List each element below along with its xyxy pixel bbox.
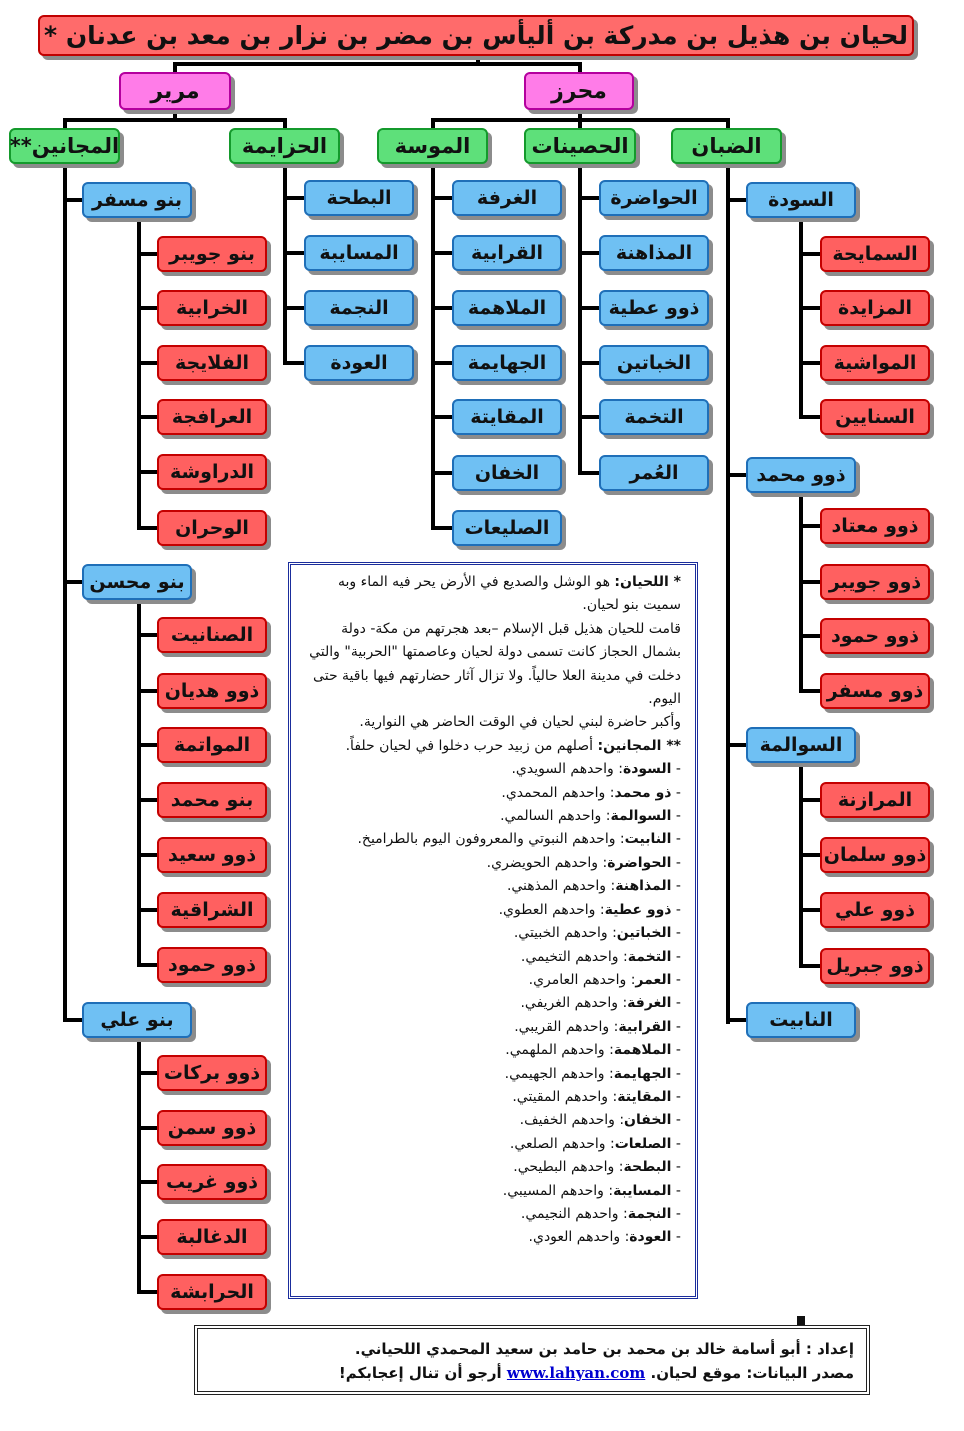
note-entry: - الصلعات: واحدهم الصلعي. xyxy=(509,1135,681,1152)
leaf-item: ذوو سلمان xyxy=(820,837,930,873)
note-entry: - الجهايمة: واحدهم الجهيمي. xyxy=(504,1065,681,1082)
leaf-item: النجمة xyxy=(304,290,414,326)
leaf-item: المذاهنة xyxy=(599,235,709,271)
leaf-item: المرازنة xyxy=(820,782,930,818)
note-entry: - الخفان: واحدهم الخفيف. xyxy=(519,1112,681,1129)
group-mawsa: الموسة xyxy=(377,128,488,164)
note-paragraph: ** المجانين: أصلهم من زبيد حرب دخلوا في … xyxy=(345,737,681,754)
leaf-item: ذوو جويبر xyxy=(820,564,930,600)
note-entry: - التخمة: واحدهم التخيمي. xyxy=(520,948,681,965)
leaf-item: الشراقية xyxy=(157,892,267,928)
leaf-item: الملاهمة xyxy=(452,290,562,326)
note-paragraph: قامت للحيان هذيل قبل الإسلام –بعد هجرتهم… xyxy=(309,620,681,708)
leaf-item: الصليعات xyxy=(452,510,562,546)
credits-author: إعداد : أبو أسامة خالد بن محمد بن حامد ب… xyxy=(354,1340,854,1358)
subgroup-sawalma: السوالمة xyxy=(746,727,856,763)
note-entry: - السوالمة: واحدهم السالمي. xyxy=(500,808,681,825)
root-title: لحيان بن هذيل بن مدركة بن أليأس بن مضر ب… xyxy=(38,15,914,56)
leaf-item: الخرابية xyxy=(157,290,267,326)
group-majanin: المجانين** xyxy=(9,128,120,164)
note-entry: - الخباتين: واحدهم الخبيتي. xyxy=(513,925,681,942)
leaf-item: ذوو سعيد xyxy=(157,837,267,873)
leaf-item: بنو جويبر xyxy=(157,236,267,272)
note-paragraph: * اللحيان: هو الوشل والصديع في الأرض يحر… xyxy=(338,574,681,614)
leaf-item: المواشية xyxy=(820,345,930,381)
group-dibaan: الضبان xyxy=(671,128,782,164)
leaf-item: الخباتين xyxy=(599,345,709,381)
leaf-item: الدغالبة xyxy=(157,1219,267,1255)
subgroup-banumuhsin: بنو محسن xyxy=(82,564,192,600)
leaf-item: العودة xyxy=(304,345,414,381)
leaf-item: المواتمة xyxy=(157,727,267,763)
leaf-item: الفلايجة xyxy=(157,345,267,381)
note-entry: - الحواضرة: واحدهم الحويضري. xyxy=(486,854,681,871)
note-entry: - القرابية: واحدهم القريبي. xyxy=(514,1018,681,1035)
note-entry: - المذاهنة: واحدهم المذهني. xyxy=(506,878,681,895)
note-paragraph: وأكبر حاضرة لبني لحيان في الوقت الحاضر ه… xyxy=(359,714,681,731)
leaf-item: الحرابشة xyxy=(157,1274,267,1310)
branch-muhriz: محرز xyxy=(524,72,634,110)
leaf-item: الغرفة xyxy=(452,180,562,216)
leaf-item: التخمة xyxy=(599,399,709,435)
note-entry: - العمر: واحدهم العامري. xyxy=(528,971,681,988)
leaf-item: ذوو علي xyxy=(820,892,930,928)
leaf-item: ذوو عطية xyxy=(599,290,709,326)
leaf-item: الوحران xyxy=(157,510,267,546)
subgroup-banumisfir: بنو مسفر xyxy=(82,182,192,218)
subgroup-banuali: بنو علي xyxy=(82,1002,192,1038)
leaf-item: السنايين xyxy=(820,399,930,435)
leaf-item: المسايبة xyxy=(304,235,414,271)
group-husaynat: الحصينات xyxy=(524,128,636,164)
leaf-item: ذوو غريب xyxy=(157,1164,267,1200)
leaf-item: بنو محمد xyxy=(157,782,267,818)
leaf-item: المزايدة xyxy=(820,290,930,326)
leaf-item: العرافجة xyxy=(157,399,267,435)
notes-panel: * اللحيان: هو الوشل والصديع في الأرض يحر… xyxy=(288,562,698,1299)
note-entry: - ذوو عطية: واحدهم العطوي. xyxy=(498,901,681,918)
leaf-item: ذوو حمود xyxy=(820,618,930,654)
leaf-item: الخفان xyxy=(452,455,562,491)
leaf-item: العُمر xyxy=(599,455,709,491)
leaf-item: الجهايمة xyxy=(452,345,562,381)
website-link[interactable]: www.lahyan.com xyxy=(506,1364,646,1382)
subgroup-sawda: السودة xyxy=(746,182,856,218)
subgroup-nawabit: النابيت xyxy=(746,1002,856,1038)
note-entry: - الملاهمة: واحدهم الملهمي. xyxy=(505,1042,681,1059)
leaf-item: البطحة xyxy=(304,180,414,216)
subgroup-dhumohammad: ذوو محمد xyxy=(746,457,856,493)
note-entry: - ذو محمد: واحدهم المحمدي. xyxy=(501,784,681,801)
marker-dot xyxy=(797,1316,805,1326)
leaf-item: ذوو جبريل xyxy=(820,948,930,984)
leaf-item: ذوو هديان xyxy=(157,673,267,709)
note-entry: - المقايتة: واحدهم المقيتي. xyxy=(512,1088,681,1105)
credits-footer: إعداد : أبو أسامة خالد بن محمد بن حامد ب… xyxy=(194,1325,870,1395)
note-entry: - النجمة: واحدهم النجيمي. xyxy=(520,1205,681,1222)
leaf-item: ذوو حمود xyxy=(157,947,267,983)
group-hazayma: الحزايمة xyxy=(229,128,340,164)
leaf-item: القرابية xyxy=(452,235,562,271)
leaf-item: الصنانيت xyxy=(157,617,267,653)
leaf-item: الحواضرة xyxy=(599,180,709,216)
note-entry: - السودة: واحدهم السويدي. xyxy=(511,761,681,778)
note-entry: - البطحة: واحدهم البطيحي. xyxy=(513,1159,681,1176)
leaf-item: المقايتة xyxy=(452,399,562,435)
note-entry: - المسايبة: واحدهم المسيبي. xyxy=(502,1182,681,1199)
leaf-item: السمايحة xyxy=(820,236,930,272)
leaf-item: ذوو معتاد xyxy=(820,508,930,544)
leaf-item: ذوو سمن xyxy=(157,1110,267,1146)
branch-murair: مرير xyxy=(119,72,231,110)
note-entry: - الغرفة: واحدهم الغريفي. xyxy=(520,995,681,1012)
note-entry: - النابيت: واحدهم النبوتي والمعروفون الي… xyxy=(357,831,681,848)
leaf-item: ذوو بركات xyxy=(157,1055,267,1091)
note-entry: - العودة: واحدهم العودي. xyxy=(528,1229,681,1246)
leaf-item: الدراوشة xyxy=(157,454,267,490)
credits-source: مصدر البيانات: موقع لحيان. www.lahyan.co… xyxy=(338,1364,854,1382)
note-entries: - السودة: واحدهم السويدي. - ذو محمد: واحد… xyxy=(305,758,681,1250)
leaf-item: ذوو مسفر xyxy=(820,673,930,709)
